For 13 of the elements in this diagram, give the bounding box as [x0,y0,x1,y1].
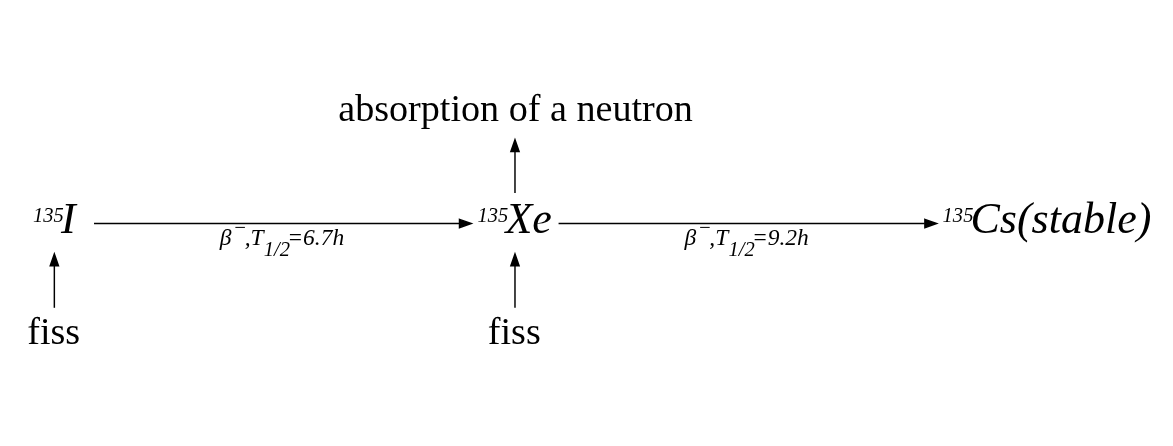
node-text: $^{135}$Cs(stable) [942,193,1152,243]
arrow [49,251,60,309]
edge-label: β$^{−}$,T$_{1/2}$=9.2h [684,215,809,260]
node-text: fiss [487,309,541,352]
edge-label: β$^{−}$,T$_{1/2}$=6.7h [219,215,345,260]
node-text: absorption of a neutron [338,86,693,129]
node-text: fiss [27,309,81,352]
arrow [557,217,939,229]
arrow [509,251,521,309]
arrow [93,217,474,229]
node-text: $^{135}$Xe [477,193,552,243]
arrow [509,136,521,194]
node-text: $^{135}$I [33,193,76,243]
